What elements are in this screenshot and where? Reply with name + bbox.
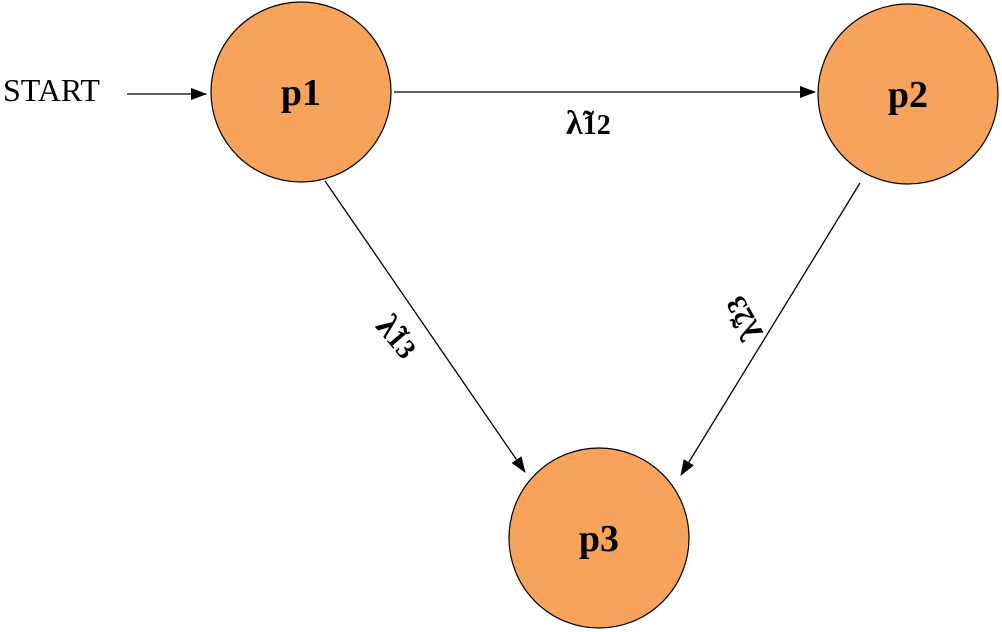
start-label: START [3,72,100,108]
node-p2-label: p2 [888,74,928,116]
edge-label-lambda-13: λ̃13 [368,308,425,366]
edge-label-lambda-12: λ̃12 [566,105,611,142]
node-p2-circle [817,3,999,185]
node-p1-circle [210,1,392,183]
node-p1: p1 [210,1,392,183]
node-p3-circle [508,447,690,629]
edge-p2-p3 [680,182,861,476]
node-p1-label: p1 [281,72,321,114]
node-p3-label: p3 [579,518,619,560]
node-p3: p3 [508,447,690,629]
edge-label-lambda-23: λ̃23 [716,290,770,347]
node-p2: p2 [817,3,999,185]
edge-p1-p3 [324,180,526,473]
